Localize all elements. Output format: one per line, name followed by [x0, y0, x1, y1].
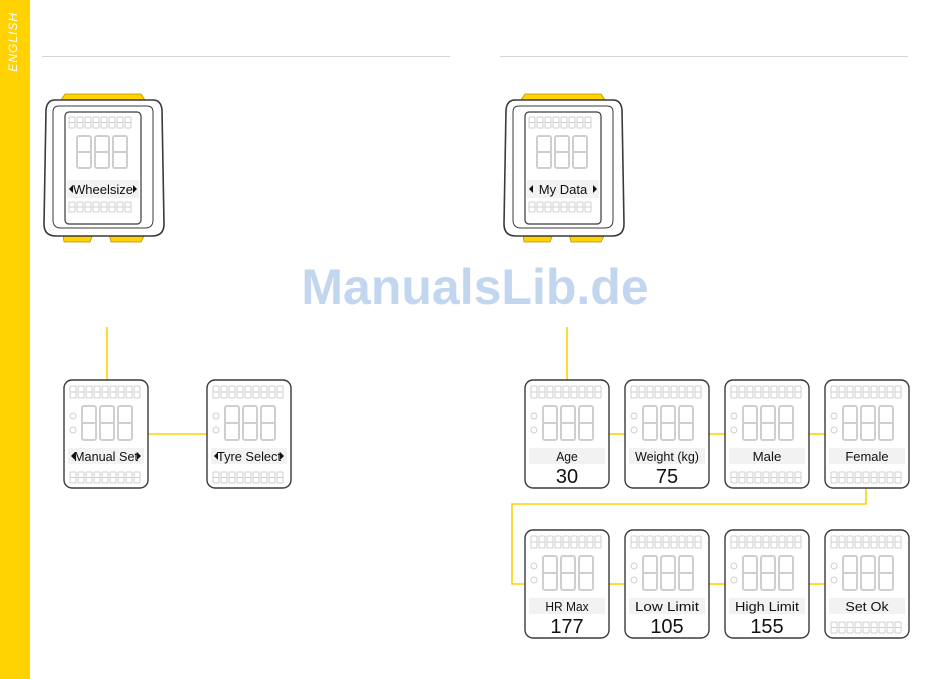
- lcd-mydata-row2: HR Max 177: [525, 530, 609, 638]
- lcd-label: Set Ok: [845, 599, 889, 614]
- device-mydata: My Data: [504, 94, 624, 242]
- lcd-mydata-row1: Male: [725, 380, 809, 488]
- lcd-label: HR Max: [545, 599, 589, 614]
- device-wheelsize: Wheelsize: [44, 94, 164, 242]
- lcd-mydata-row1: Female: [825, 380, 909, 488]
- lcd-label: Male: [753, 449, 782, 464]
- lcd-label: Manual Set: [74, 449, 138, 464]
- top-button: [521, 94, 605, 100]
- device-label: My Data: [539, 182, 588, 197]
- lcd-label: Weight (kg): [635, 449, 699, 464]
- lcd-label: Female: [845, 449, 888, 464]
- lcd-mydata-row1: Age 30: [525, 380, 609, 488]
- lcd-label: Tyre Select: [217, 449, 281, 464]
- lcd-mydata-row2: High Limit 155: [725, 530, 809, 638]
- lcd-mydata-row2: Set Ok: [825, 530, 909, 638]
- lcd-label: Age: [556, 449, 578, 464]
- lcd-mydata-row2: Low Limit 105: [625, 530, 709, 638]
- lcd-value: 155: [750, 616, 783, 638]
- lcd-value: 177: [550, 616, 583, 638]
- top-button: [61, 94, 145, 100]
- lcd-value: 105: [650, 616, 683, 638]
- lcd-mydata-row1: Weight (kg) 75: [625, 380, 709, 488]
- lcd-manual-set: Manual Set: [64, 380, 148, 488]
- lcd-label: Low Limit: [635, 599, 699, 614]
- lcd-tyre-select: Tyre Select: [207, 380, 291, 488]
- lcd-label: High Limit: [735, 599, 799, 614]
- lcd-value: 75: [656, 466, 678, 488]
- lcd-value: 30: [556, 466, 578, 488]
- device-label: Wheelsize: [73, 182, 133, 197]
